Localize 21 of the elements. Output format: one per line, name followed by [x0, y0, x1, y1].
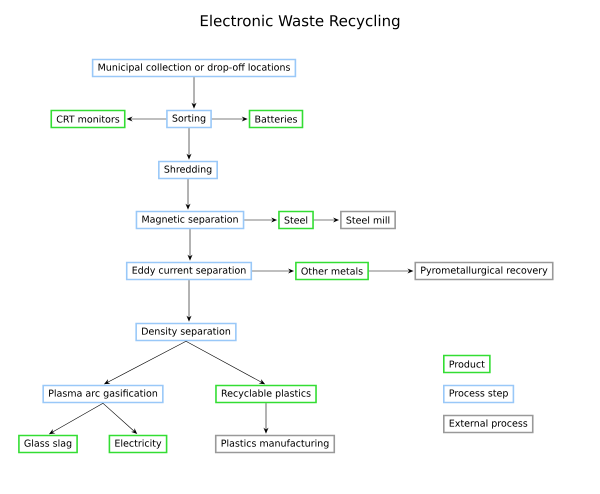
process-box: Sorting	[166, 110, 212, 128]
process-box: Steel	[278, 210, 314, 230]
process-box: Municipal collection or drop-off locations	[92, 58, 296, 78]
process-box: Batteries	[248, 110, 304, 128]
legend-box: Process step	[443, 384, 514, 404]
process-box: CRT monitors	[50, 110, 126, 128]
process-box: Other metals	[295, 262, 369, 280]
process-box: Steel mill	[340, 210, 396, 230]
process-box: Magnetic separation	[136, 210, 244, 230]
process-box: Density separation	[135, 322, 237, 342]
process-box: Recyclable plastics	[215, 384, 317, 404]
process-box: Shredding	[158, 160, 218, 180]
process-box: Plasma arc gasification	[42, 384, 164, 404]
process-box: Electricity	[108, 434, 168, 454]
process-box: Eddy current separation	[126, 262, 252, 280]
process-box: Plastics manufacturing	[214, 434, 336, 454]
process-box: Pyrometallurgical recovery	[414, 262, 554, 280]
process-box: Glass slag	[18, 434, 78, 454]
legend-box: External process	[443, 414, 534, 434]
legend-box: Product	[443, 354, 491, 374]
title: Electronic Waste Recycling	[200, 14, 400, 30]
